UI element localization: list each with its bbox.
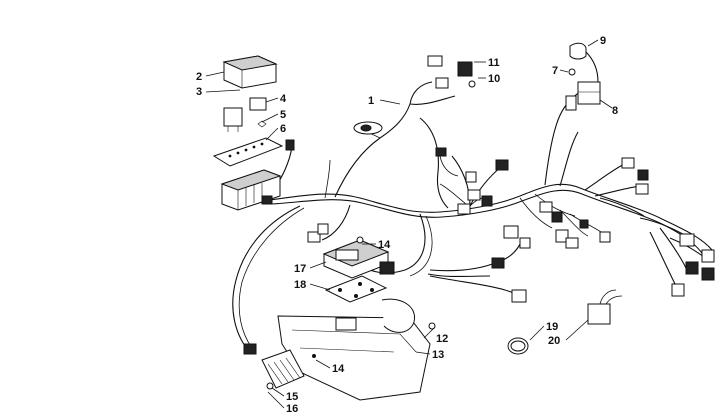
callout-12: 12 [436, 333, 448, 345]
connector-left-bottom [243, 343, 257, 355]
connector-group-center [435, 147, 509, 215]
callout-16: 16 [286, 403, 298, 415]
relay-20 [587, 289, 623, 325]
fuse-clip [257, 120, 267, 128]
callout-17: 17 [294, 263, 306, 275]
callout-8: 8 [612, 105, 618, 117]
callout-14-lower: 14 [332, 363, 345, 375]
callout-13: 13 [432, 349, 444, 361]
fuse-block-base [212, 137, 295, 167]
relay-large [223, 107, 243, 132]
screw-12 [428, 322, 436, 330]
callout-14-upper: 14 [378, 239, 391, 251]
ignition-coil [565, 81, 601, 111]
ignition-coil-cap [569, 42, 599, 83]
callout-9: 9 [600, 35, 606, 47]
mounting-tray [277, 298, 431, 401]
screw-7 [568, 68, 576, 76]
harness-clip [353, 121, 383, 135]
callout-1: 1 [368, 95, 374, 107]
callout-18: 18 [294, 279, 306, 291]
callout-11: 11 [488, 57, 500, 69]
callout-5: 5 [280, 109, 286, 121]
module-bracket [324, 275, 388, 303]
relay-small [249, 97, 267, 111]
callout-10: 10 [488, 73, 500, 85]
leader-lines [205, 39, 613, 409]
callout-labels: 2 3 4 5 6 1 11 10 9 7 8 14 17 18 12 13 1… [196, 35, 618, 415]
fuse-box-cover [222, 55, 278, 89]
control-module [322, 239, 395, 279]
callout-7: 7 [552, 65, 558, 77]
callout-4: 4 [280, 93, 287, 105]
callout-19: 19 [546, 321, 558, 333]
cable-tie-19 [507, 337, 529, 355]
connector-group-lower [491, 201, 611, 303]
callout-15: 15 [286, 391, 298, 403]
connector-group-right [621, 157, 715, 297]
callout-6: 6 [280, 123, 286, 135]
connector-top [427, 55, 476, 89]
fuse-box-housing [220, 169, 282, 211]
callout-20: 20 [548, 335, 560, 347]
callout-3: 3 [196, 86, 202, 98]
callout-2: 2 [196, 71, 202, 83]
regulator [261, 349, 305, 389]
screw-15 [266, 382, 274, 390]
connector-module-left [307, 223, 364, 244]
main-harness [232, 81, 713, 351]
